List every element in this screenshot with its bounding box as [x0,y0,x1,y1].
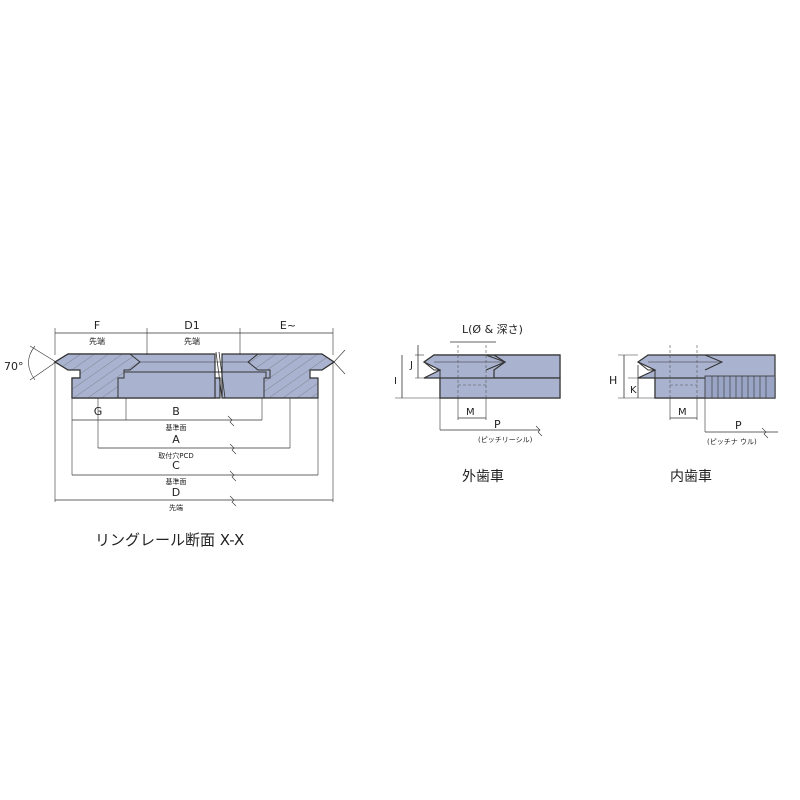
angle-line-right-top [333,349,346,363]
ext-label-L: L(Ø & 深さ) [462,323,523,336]
angle-line-right-bottom [333,361,346,375]
label-D: D [172,486,180,499]
internal-caption: 内歯車 [670,468,712,485]
label-G: G [94,405,103,418]
ext-label-J: J [409,360,413,371]
label-F: F [94,319,100,332]
int-label-P: P [735,419,742,432]
label-C: C [172,459,180,472]
internal-gear: H K M P (ピッチナ ウル) 内歯車 [609,345,778,485]
ring-rail-section: 70° F 先端 D1 先端 E~ G B 基準面 A 取付穴PCD [4,319,346,549]
ext-label-M: M [466,407,475,418]
rail-break [215,351,226,399]
angle-line-top [29,345,57,363]
rail-hatch-right [247,353,335,399]
section-caption: リングレール断面 X-X [95,531,244,549]
angle-arc [28,345,36,381]
angle-line-bottom [29,361,57,381]
label-C-sub: 基準面 [166,477,187,486]
label-B-sub: 基準面 [166,423,187,432]
angle-label: 70° [4,360,24,373]
int-label-H: H [609,374,617,387]
label-F-sub: 先端 [89,336,105,346]
label-A-sub: 取付穴PCD [158,451,194,460]
external-gear: L(Ø & 深さ) J I M P (ピッチリーシル) 外歯車 [394,323,561,485]
rail-channel [123,371,267,378]
label-E: E~ [280,319,296,332]
ext-gear-lower [439,377,561,399]
ext-label-P-sub: (ピッチリーシル) [478,436,533,444]
int-gear-groove [637,361,656,378]
label-D1: D1 [184,319,199,332]
label-D-sub: 先端 [169,503,183,512]
int-label-P-sub: (ピッチナ ウル) [707,438,757,446]
label-B: B [172,405,180,418]
int-label-K: K [630,385,637,396]
ext-label-I: I [394,376,397,387]
label-D1-sub: 先端 [184,336,200,346]
ext-gear-groove [423,361,441,378]
external-caption: 外歯車 [462,468,504,485]
ext-label-P: P [494,418,501,431]
label-A: A [172,433,180,446]
rail-hatch-left [54,353,141,399]
int-gear-teeth [704,375,776,399]
int-label-M: M [678,407,687,418]
